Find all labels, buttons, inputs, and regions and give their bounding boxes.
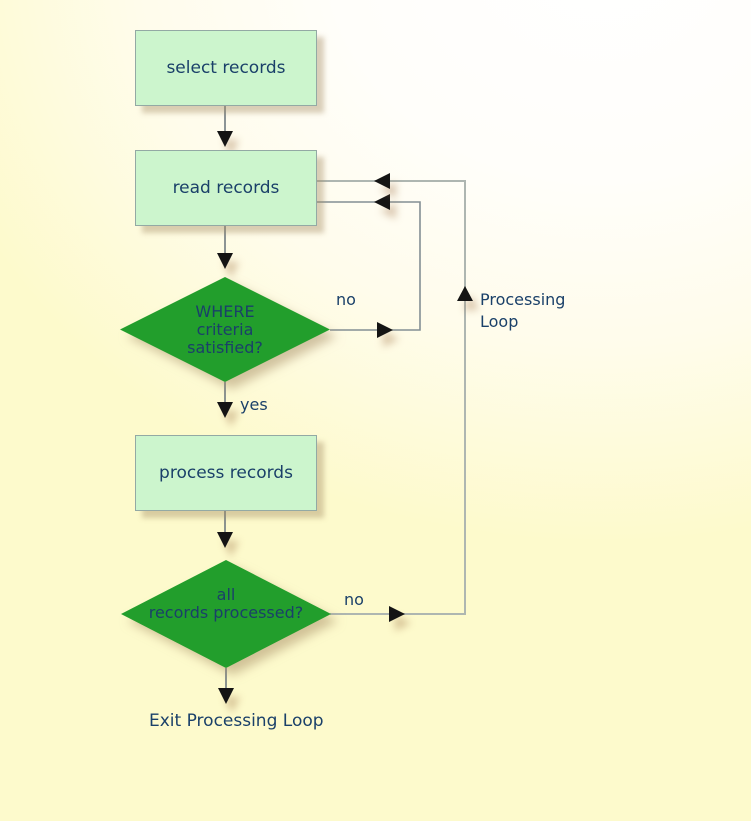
arrow-down-icon [218, 688, 234, 704]
decision-label: all records processed? [121, 550, 331, 658]
node-label: read records [172, 178, 280, 198]
arrow-down-icon [217, 402, 233, 418]
arrow-down-icon [217, 131, 233, 147]
node-read-records: read records [135, 150, 317, 226]
arrow-right-icon [377, 322, 393, 338]
label-where-no: no [336, 290, 356, 309]
label-where-yes: yes [240, 395, 268, 414]
decision-label-line: records processed? [148, 603, 304, 622]
arrow-down-icon [217, 253, 233, 269]
arrow-left-icon [374, 194, 390, 210]
arrow-up-icon [457, 286, 473, 301]
node-select-records: select records [135, 30, 317, 106]
decision-label-line: criteria [196, 319, 254, 339]
decision-where-criteria: WHERE criteria satisfied? [120, 277, 330, 382]
inner-loop-line [316, 201, 421, 331]
label-processing-loop: Processing Loop [480, 290, 566, 331]
decision-label-line: satisfied? [187, 337, 263, 357]
arrow-down-icon [217, 532, 233, 548]
arrow-left-icon [374, 173, 390, 189]
decision-label-line: all [216, 585, 236, 604]
arrow-right-icon [389, 606, 405, 622]
node-label: select records [166, 58, 286, 78]
decision-label: WHERE criteria satisfied? [120, 277, 330, 382]
decision-label-line: WHERE [195, 301, 255, 321]
label-all-no: no [344, 590, 364, 609]
outer-loop-line [316, 180, 466, 615]
decision-all-records-processed: all records processed? [121, 560, 331, 668]
node-label: process records [159, 463, 293, 483]
node-process-records: process records [135, 435, 317, 511]
label-exit-processing-loop: Exit Processing Loop [149, 711, 324, 731]
